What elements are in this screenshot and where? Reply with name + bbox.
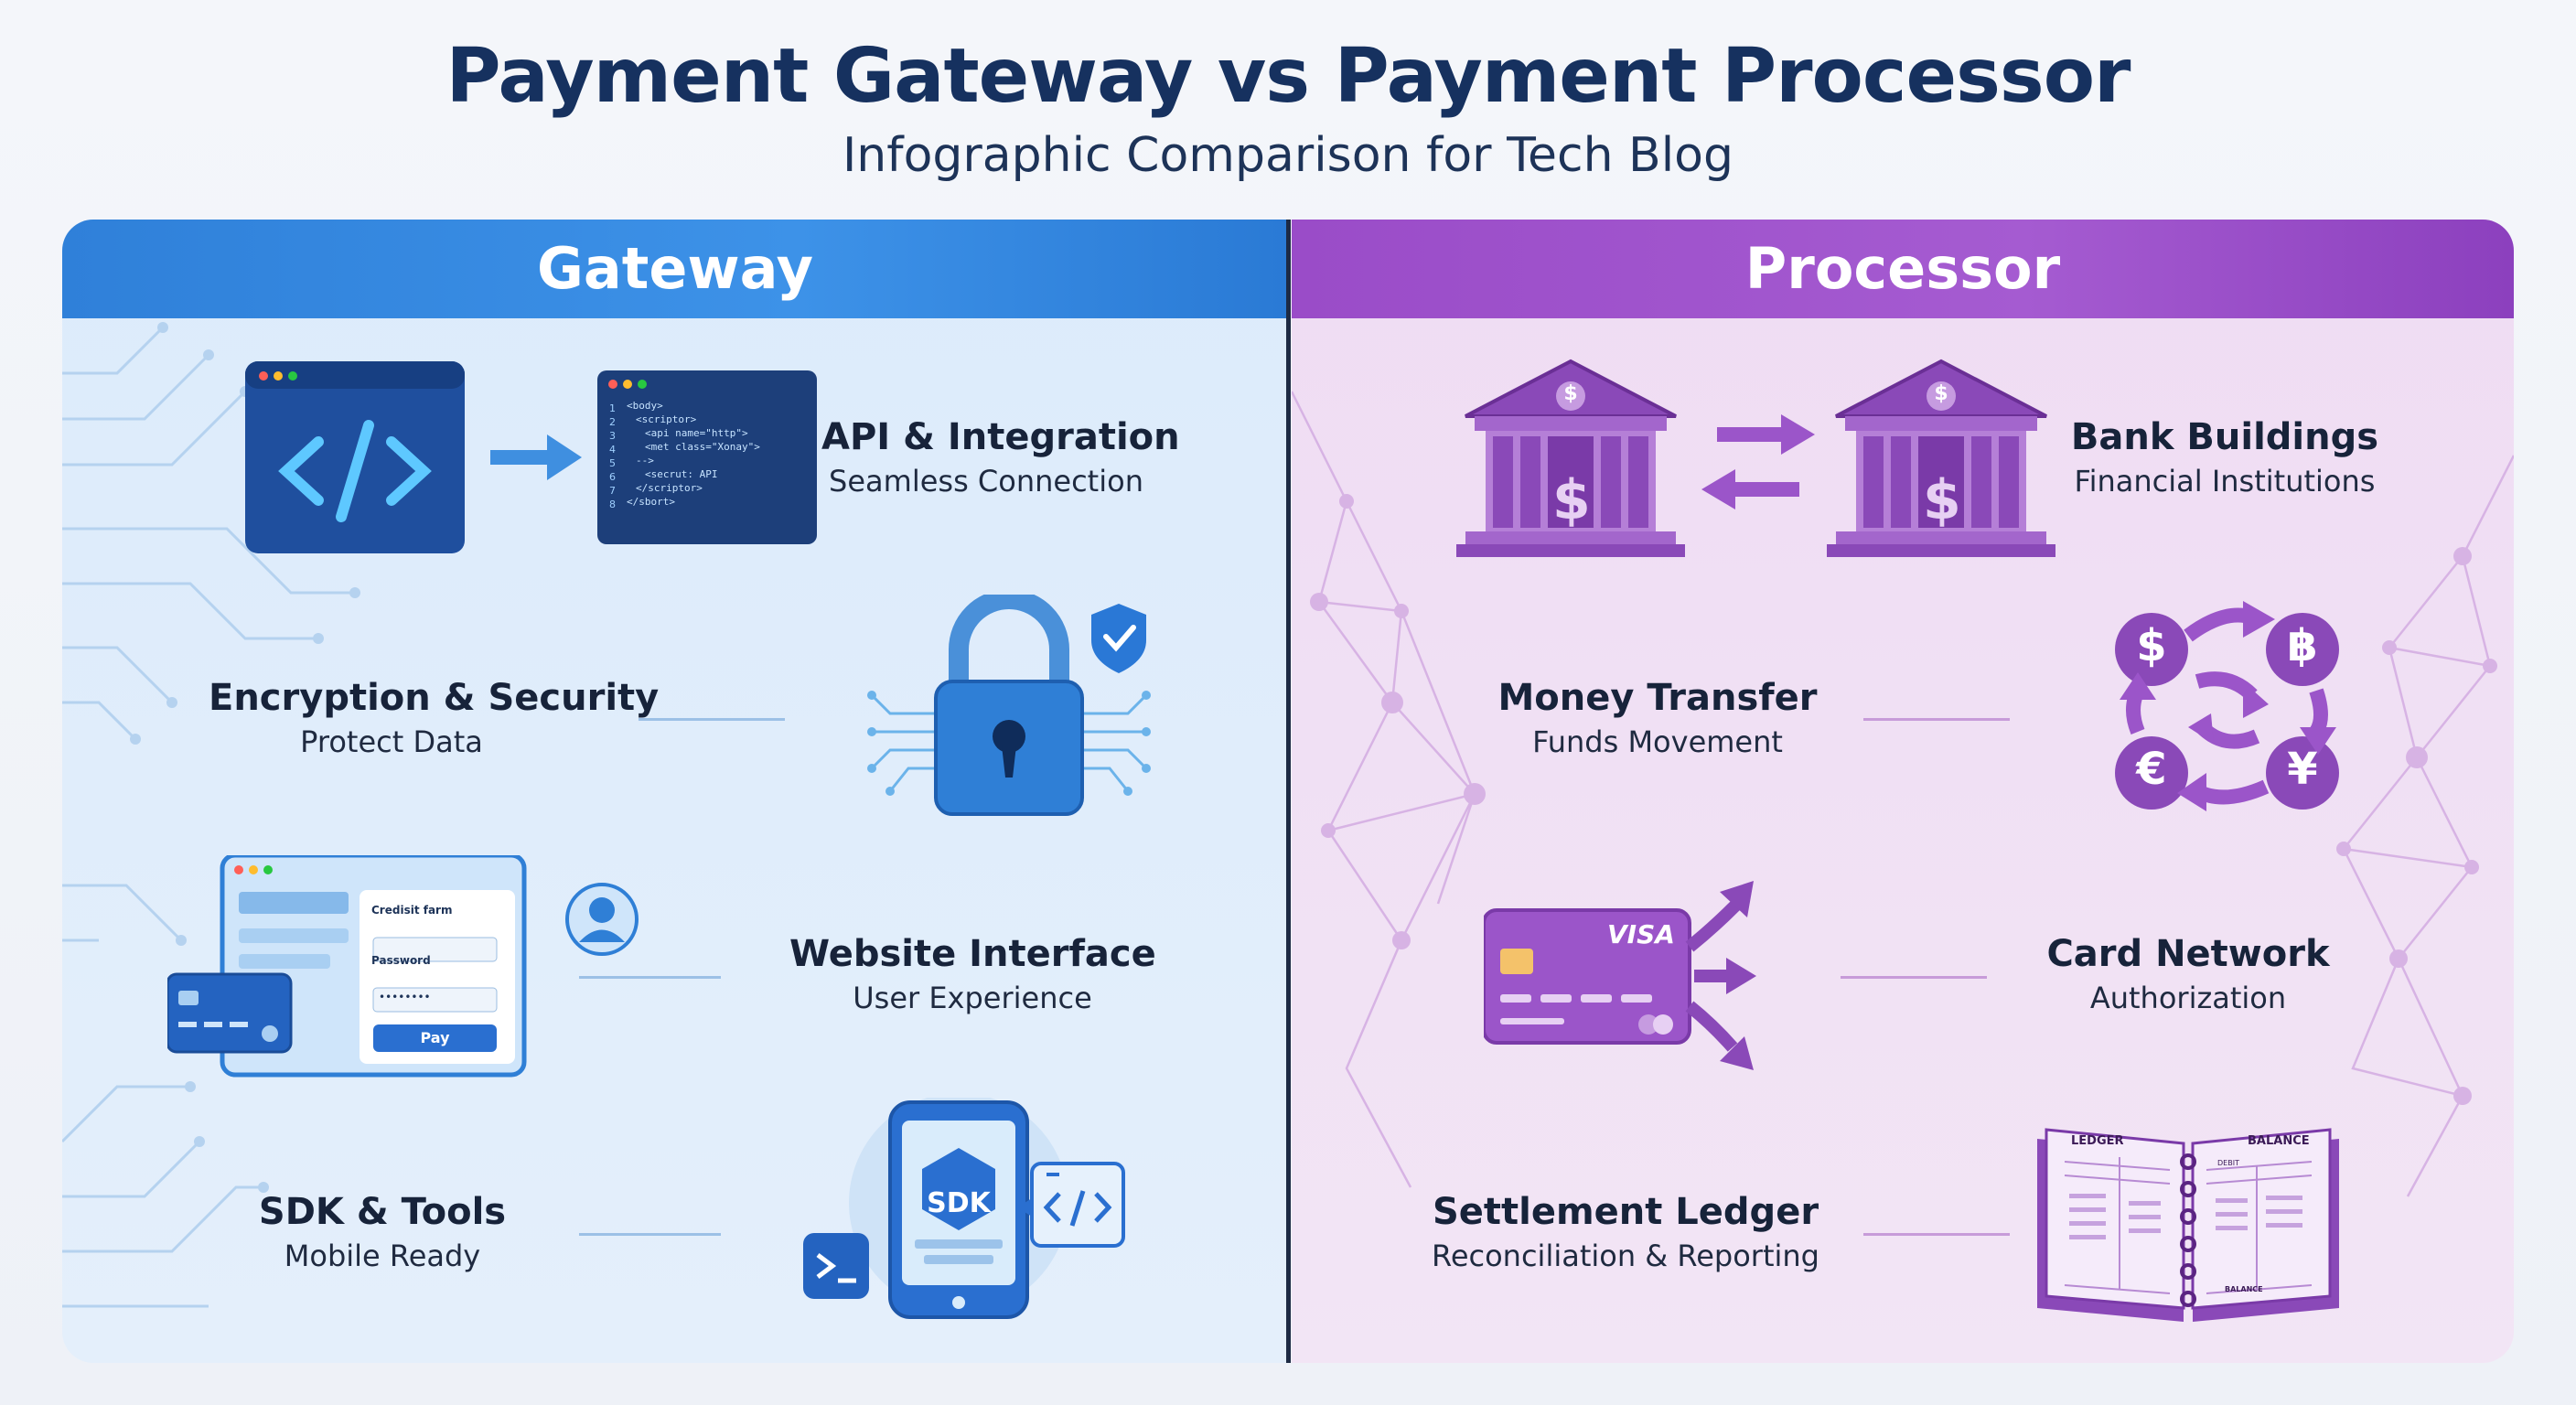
svg-text:7: 7	[609, 485, 616, 497]
gateway-heading: Gateway	[62, 220, 1288, 318]
svg-text:5: 5	[609, 457, 616, 469]
item-subtitle: Financial Institutions	[2074, 464, 2376, 499]
page-title: Payment Gateway vs Payment Processor	[445, 33, 2131, 120]
item-title: API & Integration	[821, 416, 1180, 458]
code-line: </scriptor>	[636, 482, 703, 494]
code-line: </sbort>	[627, 496, 675, 508]
svg-text:3: 3	[609, 430, 616, 442]
connector-line	[579, 976, 721, 979]
processor-item-banks: Bank Buildings Financial Institutions	[2051, 416, 2399, 499]
ledger-balance-footer: BALANCE	[2225, 1285, 2263, 1293]
checkout-form-icon	[167, 855, 639, 1078]
gateway-item-website: Website Interface User Experience	[789, 933, 1156, 1015]
form-field-label: Credisit farm	[371, 904, 453, 917]
currency-exchange-icon	[2115, 601, 2339, 811]
ledger-book-icon	[2037, 1128, 2339, 1322]
padlock-icon	[867, 595, 1151, 816]
network-background	[1292, 391, 2514, 1197]
password-mask: ••••••••	[379, 991, 431, 1003]
item-title: Encryption & Security	[209, 677, 660, 719]
gateway-panel: Gateway 1 2 3 4 5 6 7 8	[62, 220, 1288, 1363]
pay-button: Pay	[420, 1029, 450, 1046]
currency-dollar: $	[2136, 620, 2167, 671]
ledger-balance-title: BALANCE	[2248, 1134, 2310, 1148]
code-line: -->	[636, 455, 654, 467]
gateway-item-encryption: Encryption & Security Protect Data	[209, 677, 660, 759]
item-title: Bank Buildings	[2070, 416, 2379, 458]
dollar-sign: $	[1934, 382, 1948, 405]
bank-building-icon	[1456, 359, 2055, 557]
currency-euro: €	[2136, 744, 2167, 795]
credit-card-icon	[1484, 881, 1756, 1070]
item-subtitle: Protect Data	[300, 724, 483, 759]
item-title: Settlement Ledger	[1432, 1191, 1819, 1233]
sdk-label: SDK	[927, 1187, 991, 1219]
dollar-sign: $	[1923, 468, 1961, 532]
currency-yen: ¥	[2287, 744, 2318, 795]
svg-text:8: 8	[609, 499, 616, 510]
svg-text:4: 4	[609, 444, 616, 456]
item-subtitle: Reconciliation & Reporting	[1432, 1239, 1819, 1273]
connector-line	[579, 1233, 721, 1236]
connector-line	[1863, 1233, 2010, 1236]
ledger-debit-header: DEBIT	[2217, 1159, 2239, 1167]
code-window-icon: 1 2 3 4 5 6 7 8	[245, 361, 817, 553]
item-title: Website Interface	[789, 933, 1156, 975]
processor-panel: Processor	[1292, 220, 2514, 1363]
svg-text:2: 2	[609, 416, 616, 428]
connector-line	[1863, 718, 2010, 721]
code-line: <secrut: API	[645, 468, 718, 480]
code-line: <body>	[627, 400, 663, 412]
connector-line	[639, 718, 785, 721]
dollar-sign: $	[1552, 468, 1591, 532]
item-subtitle: Funds Movement	[1532, 724, 1783, 759]
card-brand: VISA	[1607, 919, 1675, 949]
code-line: <scriptor>	[636, 413, 697, 425]
code-line: <api name="http">	[645, 427, 748, 439]
page-subtitle: Infographic Comparison for Tech Blog	[842, 128, 1734, 183]
gateway-item-sdk: SDK & Tools Mobile Ready	[245, 1191, 520, 1273]
gateway-item-api: API & Integration Seamless Connection	[821, 416, 1180, 499]
dollar-sign: $	[1563, 382, 1578, 405]
item-subtitle: Mobile Ready	[284, 1239, 481, 1273]
item-subtitle: User Experience	[853, 981, 1092, 1015]
circuit-background	[62, 322, 360, 1308]
item-title: Money Transfer	[1497, 677, 1818, 719]
item-title: Card Network	[2046, 933, 2330, 975]
code-snippet: <body> <scriptor> <api name="http"> <met…	[627, 399, 810, 509]
sdk-phone-icon	[803, 1098, 1125, 1319]
item-subtitle: Authorization	[2089, 981, 2287, 1015]
processor-item-ledger: Settlement Ledger Reconciliation & Repor…	[1429, 1191, 1822, 1273]
item-subtitle: Seamless Connection	[829, 464, 1143, 499]
processor-item-transfer: Money Transfer Funds Movement	[1484, 677, 1831, 759]
ledger-title: LEDGER	[2071, 1134, 2124, 1148]
code-line: <met class="Xonay">	[645, 441, 760, 453]
form-field-label: Password	[371, 954, 431, 967]
svg-text:1: 1	[609, 402, 616, 414]
item-title: SDK & Tools	[258, 1191, 507, 1233]
panel-divider	[1286, 220, 1291, 1363]
svg-text:6: 6	[609, 471, 616, 483]
connector-line	[1841, 976, 1987, 979]
processor-item-card: Card Network Authorization	[2014, 933, 2362, 1015]
currency-baht: ฿	[2287, 620, 2318, 671]
processor-heading: Processor	[1292, 220, 2514, 318]
